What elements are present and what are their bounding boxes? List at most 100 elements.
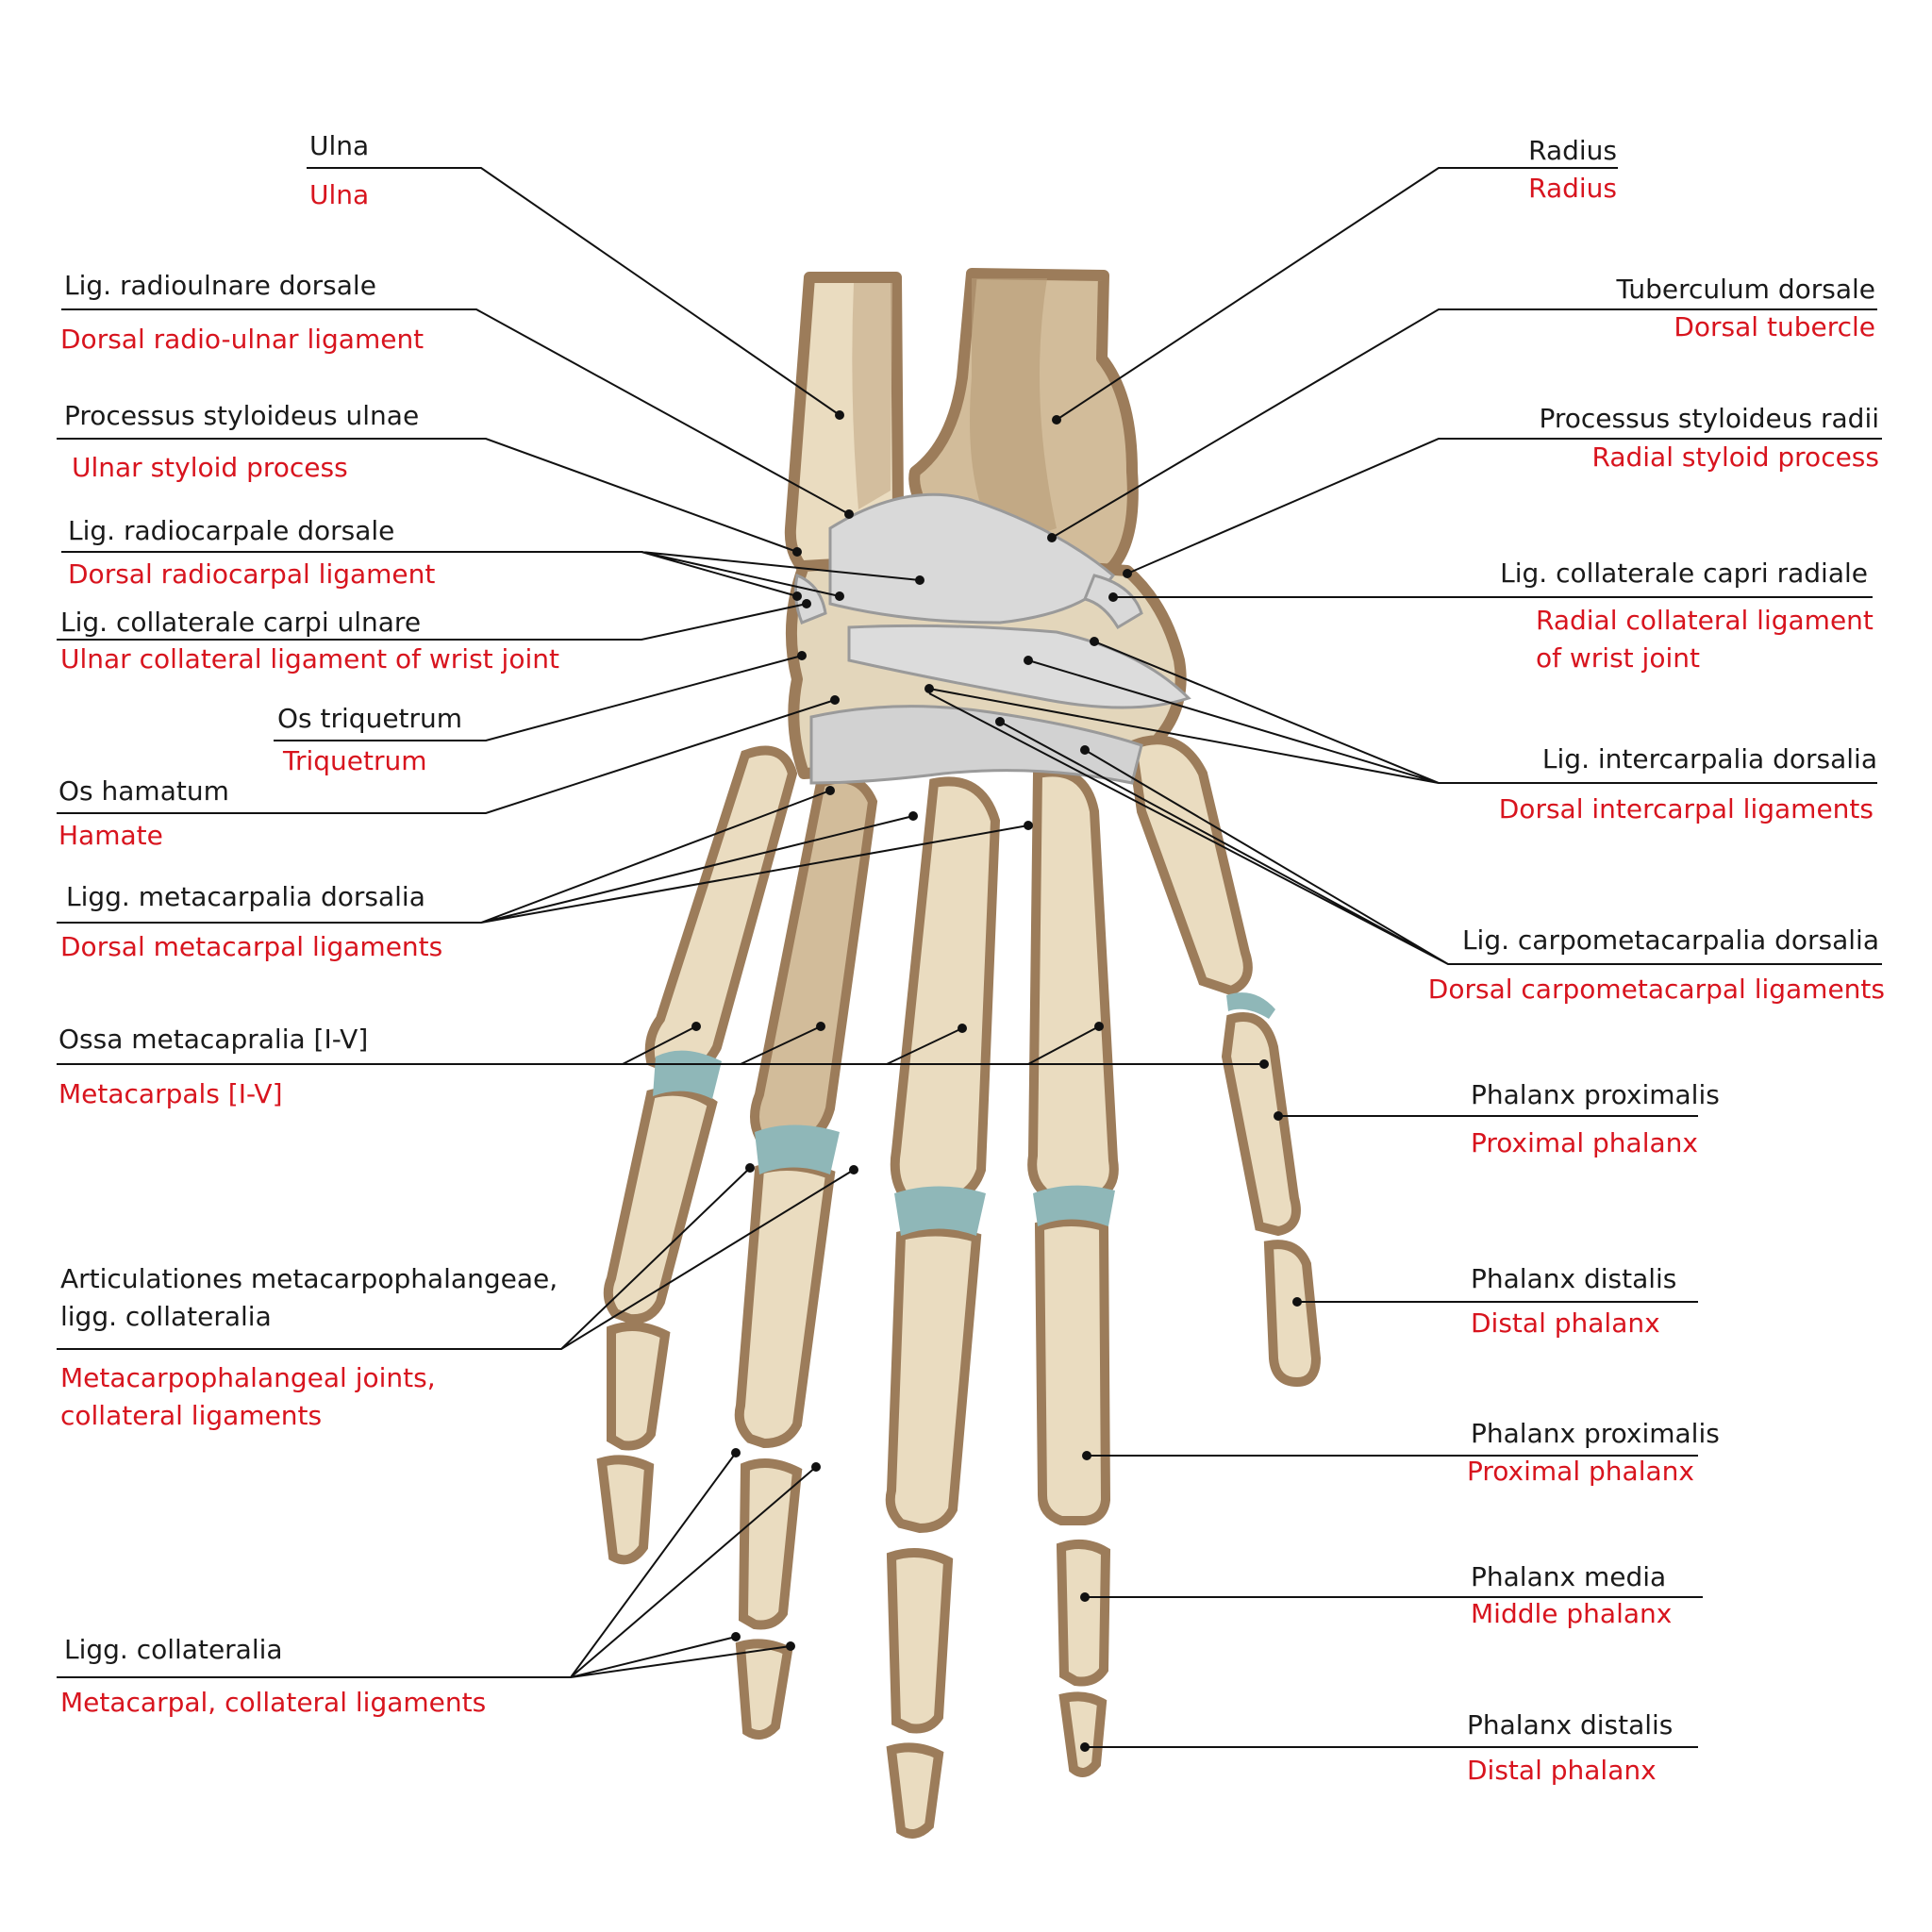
fingers-group [596,735,1322,1839]
leader-dorsal-metacarpal [57,790,1029,924]
thumb-metacarpal [1126,735,1253,996]
label-ulna-english: Ulna [309,179,370,210]
label-mcp-english-1: Metacarpophalangeal joints, [60,1362,436,1393]
dot-mcp-1 [745,1163,755,1173]
dot-radiocarpal-1 [792,591,802,601]
dot-triquetrum [797,651,807,660]
leader-dorsal-tubercle [1051,308,1877,539]
little-mcp-cartilage [653,1050,722,1099]
little-proximal-phalanx [603,1086,718,1324]
leader-metacarpal-tick-2 [740,1025,822,1065]
dot-phalanx-proximalis-thumb [1274,1111,1283,1121]
middle-distal-phalanx [886,1742,944,1839]
label-ulnar-styloid-latin: Processus styloideus ulnae [64,400,420,431]
dot-metacarpal-1 [691,1022,701,1031]
label-dorsal-radioulnar-latin: Lig. radioulnare dorsale [64,270,376,301]
label-hamate-latin: Os hamatum [58,775,229,807]
dot-metacarpal-4 [1094,1022,1104,1031]
label-radius-latin: Radius [1528,135,1617,166]
label-dorsal-carpometacarpal-latin: Lig. carpometacarpalia dorsalia [1461,924,1879,956]
label-mcp-english-2: collateral ligaments [60,1400,323,1431]
label-ulnar-styloid-english: Ulnar styloid process [72,452,348,483]
leader-metacarpal-tick-1 [622,1025,697,1065]
ring-proximal-phalanx [734,1161,836,1449]
thumb-distal-phalanx [1263,1240,1322,1388]
leader-ulnar-collateral [57,603,808,641]
little-distal-phalanx [596,1455,655,1565]
dot-dorsal-radioulnar [844,509,854,519]
dot-metacarpal-lig-1 [825,786,835,795]
little-middle-phalanx [607,1322,671,1451]
dot-collateral-1 [731,1448,741,1457]
label-phalanx-distalis-1-english: Distal phalanx [1471,1307,1660,1339]
radius-shade [970,278,1057,547]
dot-radiocarpal-2 [835,591,844,601]
label-dorsal-intercarpal-english: Dorsal intercarpal ligaments [1498,793,1874,824]
ring-middle-phalanx [738,1458,803,1630]
label-phalanx-proximalis-1-latin: Phalanx proximalis [1471,1079,1720,1110]
dot-metacarpal-lig-2 [908,811,918,821]
middle-proximal-phalanx [885,1226,982,1534]
label-dorsal-metacarpal-latin: Ligg. metacarpalia dorsalia [66,881,425,912]
label-phalanx-distalis-2-latin: Phalanx distalis [1467,1709,1674,1740]
middle-metacarpal [890,776,1001,1206]
dot-metacarpal-5 [1259,1059,1269,1069]
label-phalanx-proximalis-1-english: Proximal phalanx [1471,1127,1698,1158]
dot-intercarpal-2 [1024,656,1033,665]
dot-ulnar-styloid [792,547,802,557]
label-triquetrum-english: Triquetrum [283,745,427,776]
thumb-mcp-cartilage [1226,992,1275,1019]
label-phalanx-media-english: Middle phalanx [1471,1598,1673,1629]
index-proximal-phalanx [1034,1217,1111,1525]
ring-mcp-cartilage [755,1124,840,1174]
leader-ulnar-styloid [57,438,798,553]
label-dorsal-metacarpal-english: Dorsal metacarpal ligaments [60,931,443,962]
dot-ulna [835,410,844,420]
label-ulna-latin: Ulna [309,130,370,161]
dorsal-radiocarpal-ligament-shape [828,492,1116,625]
label-dorsal-radiocarpal-latin: Lig. radiocarpale dorsale [68,515,395,546]
label-dorsal-tubercle-latin: Tuberculum dorsale [1616,274,1875,305]
label-ligg-collateralia-latin: Ligg. collateralia [64,1634,283,1665]
index-distal-phalanx [1058,1691,1108,1777]
middle-mcp-cartilage [894,1186,986,1236]
leader-lines [57,167,1882,1748]
dot-phalanx-proximalis-index [1082,1451,1091,1460]
label-dorsal-radioulnar-english: Dorsal radio-ulnar ligament [60,324,425,355]
label-ligg-collateralia-english: Metacarpal, collateral ligaments [60,1687,487,1718]
leader-radial-styloid [1126,438,1882,575]
dot-carpometacarpal-1 [995,717,1005,726]
index-middle-phalanx [1056,1539,1111,1687]
carpometacarpal-ligament-shape [809,705,1143,785]
label-radial-collateral-latin: Lig. collaterale capri radiale [1500,558,1868,589]
label-dorsal-tubercle-english: Dorsal tubercle [1674,311,1875,342]
leader-triquetrum [274,655,803,741]
dot-radiocarpal-3 [915,575,924,585]
label-radius-english: Radius [1528,173,1617,204]
leader-dorsal-intercarpal [928,641,1877,784]
dot-phalanx-media [1080,1592,1090,1602]
leader-dots [691,410,1302,1752]
dot-ulnar-collateral [802,599,811,608]
label-dorsal-carpometacarpal-english: Dorsal carpometacarpal ligaments [1427,974,1885,1005]
leader-dorsal-carpometacarpal [928,692,1882,965]
label-dorsal-radiocarpal-english: Dorsal radiocarpal ligament [68,558,436,590]
dot-metacarpal-3 [958,1024,967,1033]
label-radial-styloid-latin: Processus styloideus radii [1539,403,1879,434]
label-mcp-latin-1: Articulationes metacarpophalangeae, [60,1263,558,1294]
label-radial-collateral-english-1: Radial collateral ligament [1536,605,1874,636]
dot-hamate [830,695,840,705]
middle-middle-phalanx [886,1548,954,1734]
dot-carpometacarpal-2 [1080,745,1090,755]
label-radial-styloid-english: Radial styloid process [1591,441,1880,473]
dot-intercarpal-3 [924,684,934,693]
leader-dorsal-radiocarpal [61,551,921,597]
dot-phalanx-distalis-thumb [1292,1297,1302,1307]
label-dorsal-intercarpal-latin: Lig. intercarpalia dorsalia [1541,743,1877,774]
dot-radius [1052,415,1061,425]
dot-dorsal-tubercle [1047,533,1057,542]
dot-collateral-4 [786,1641,795,1651]
dot-radial-styloid [1123,569,1132,578]
